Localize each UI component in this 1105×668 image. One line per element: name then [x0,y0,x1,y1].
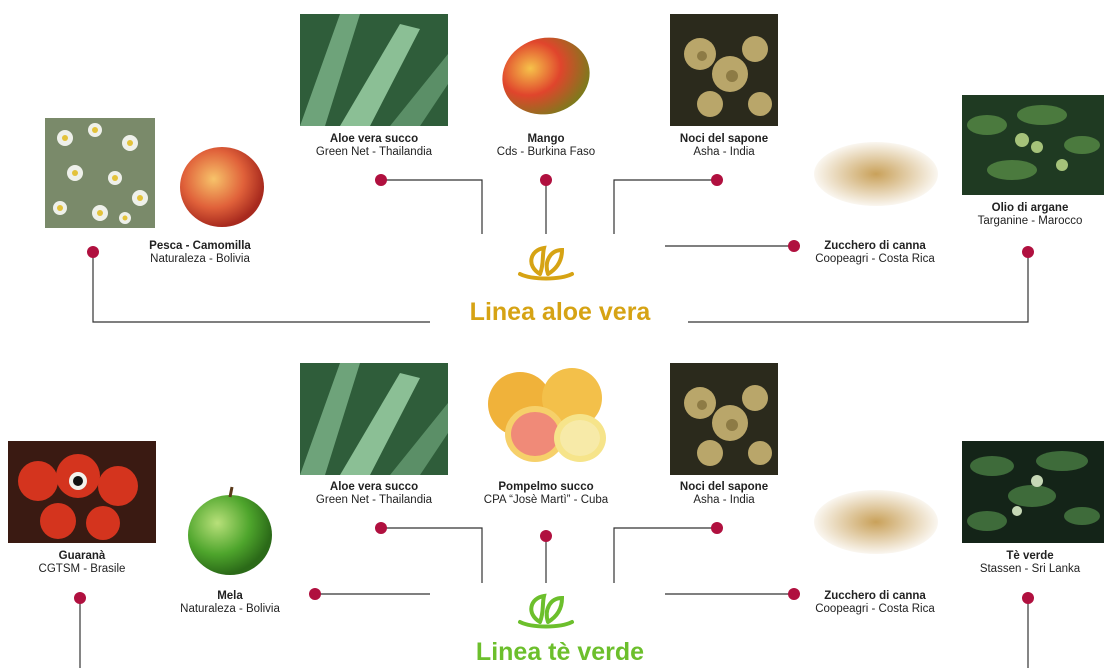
connector-dot [788,240,800,252]
product-source: Coopeagri - Costa Rica [815,603,935,615]
product-source: Cds - Burkina Faso [496,146,596,158]
mango-photo [498,28,594,120]
product-source: Naturaleza - Bolivia [150,253,250,265]
argan-tree-photo [962,95,1104,195]
product-source: Asha - India [693,494,755,506]
product-name: Noci del sapone [679,481,769,493]
product-name: Noci del sapone [679,133,769,145]
product-name: Zucchero di canna [824,590,926,602]
connector-dot [711,522,723,534]
product-label: Guaranà CGTSM - Brasile [0,550,164,576]
product-source: Stassen - Sri Lanka [979,563,1081,575]
product-source: Asha - India [693,146,755,158]
grapefruit-photo [480,366,614,466]
product-name: Mela [217,590,243,602]
connector-dot [74,592,86,604]
product-name: Olio di argane [991,202,1069,214]
connector-dot [711,174,723,186]
aloe-vera-photo [300,14,448,126]
connector-line [381,527,483,583]
chamomile-photo [45,118,155,228]
product-label: Aloe vera succo Green Net - Thailandia [290,133,458,159]
connector-dot [375,174,387,186]
soap-nuts-photo [670,14,778,126]
line-title: Linea aloe vera [469,298,651,326]
leaf-logo-icon [516,244,576,286]
product-source: Naturaleza - Bolivia [180,603,280,615]
product-label: Olio di argane Targanine - Marocco [955,202,1105,228]
product-source: CPA “Josè Martì” - Cuba [483,494,609,506]
aloe-vera-photo [300,363,448,475]
product-label: Zucchero di canna Coopeagri - Costa Rica [800,240,950,266]
soap-nuts-photo [670,363,778,475]
product-source: Green Net - Thailandia [315,146,433,158]
connector-line [92,252,430,323]
product-name: Pompelmo succo [498,481,594,493]
product-name: Tè verde [1006,550,1054,562]
connector-line [381,179,483,234]
peach-photo [172,132,272,232]
product-label: Aloe vera succo Green Net - Thailandia [290,481,458,507]
connector-dot [540,174,552,186]
product-label: Mela Naturaleza - Bolivia [160,590,300,616]
connector-line [613,179,717,234]
product-label: Pesca - Camomilla Naturaleza - Bolivia [120,240,280,266]
green-tea-plant-photo [962,441,1104,543]
connector-dot [1022,592,1034,604]
product-name: Aloe vera succo [329,481,419,493]
connector-dot [309,588,321,600]
product-label: Noci del sapone Asha - India [645,133,803,159]
connector-line [688,252,1029,323]
product-source: Green Net - Thailandia [315,494,433,506]
connector-dot [375,522,387,534]
product-label: Mango Cds - Burkina Faso [470,133,622,159]
line-title: Linea tè verde [475,638,645,666]
green-apple-photo [182,483,278,579]
cane-sugar-photo [810,134,942,208]
connector-dot [788,588,800,600]
product-name: Mango [527,133,565,145]
product-label: Zucchero di canna Coopeagri - Costa Rica [800,590,950,616]
leaf-logo-icon [516,592,576,634]
product-source: Coopeagri - Costa Rica [815,253,935,265]
product-label: Noci del sapone Asha - India [645,481,803,507]
product-name: Aloe vera succo [329,133,419,145]
connector-dot [1022,246,1034,258]
product-label: Tè verde Stassen - Sri Lanka [955,550,1105,576]
connector-dot [540,530,552,542]
connector-dot [87,246,99,258]
product-source: CGTSM - Brasile [38,563,126,575]
product-name: Pesca - Camomilla [149,240,251,252]
product-name: Guaranà [58,550,106,562]
cane-sugar-photo [810,482,942,556]
connector-line [613,527,717,583]
product-name: Zucchero di canna [824,240,926,252]
guarana-photo [8,441,156,543]
product-label: Pompelmo succo CPA “Josè Martì” - Cuba [460,481,632,507]
product-source: Targanine - Marocco [977,215,1083,227]
